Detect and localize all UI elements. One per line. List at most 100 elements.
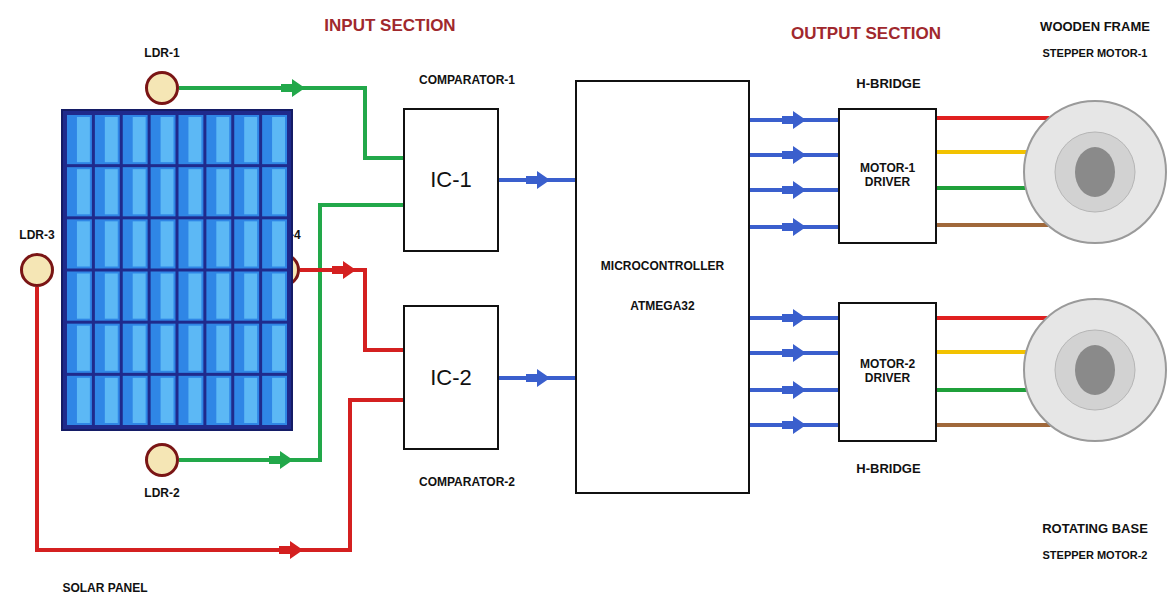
text-group: MICROCONTROLLERATMEGA32	[577, 82, 748, 492]
ldr-shape	[145, 443, 179, 477]
panel-cell	[206, 167, 231, 216]
part-label: H-BRIDGE	[856, 462, 920, 477]
panel-cell-highlight	[105, 274, 118, 319]
text-group: MOTOR-2 DRIVER	[840, 304, 935, 440]
panel-cell	[234, 219, 259, 268]
motor-wire	[937, 116, 1049, 120]
panel-cell-highlight	[188, 117, 201, 162]
process-box: MICROCONTROLLERATMEGA32	[575, 80, 750, 494]
box-label: MOTOR-1 DRIVER	[850, 162, 925, 190]
panel-cell-highlight	[216, 117, 229, 162]
panel-cell-highlight	[188, 326, 201, 371]
ldr-circle	[22, 255, 53, 286]
panel-cell-highlight	[216, 274, 229, 319]
panel-cell	[206, 219, 231, 268]
text-group: IC-1	[405, 110, 497, 250]
panel-cell	[262, 376, 287, 425]
arrow-head	[782, 344, 806, 362]
section-label: INPUT SECTION	[324, 16, 455, 36]
panel-cell	[179, 219, 204, 268]
part-label: STEPPER MOTOR-2	[1043, 549, 1148, 562]
panel-frame	[62, 110, 292, 430]
panel-cell-highlight	[133, 117, 146, 162]
panel-cell-highlight	[272, 117, 285, 162]
panel-cell-highlight	[77, 326, 90, 371]
panel-shape	[62, 110, 292, 430]
panel-cell-highlight	[161, 326, 174, 371]
panel-cell-highlight	[105, 169, 118, 214]
box-label: MICROCONTROLLER	[601, 260, 724, 274]
text-group: COMPARATOR-2	[419, 476, 515, 490]
panel-cell-highlight	[133, 169, 146, 214]
panel-cell-highlight	[133, 221, 146, 266]
panel-cell-highlight	[272, 326, 285, 371]
panel-cell-highlight	[77, 274, 90, 319]
panel-cell	[67, 324, 92, 373]
text-group: ROTATING BASE STEPPER MOTOR-2	[1042, 522, 1148, 562]
box-label: IC-1	[430, 167, 472, 192]
arrow-head	[281, 79, 305, 97]
panel-cell-highlight	[161, 221, 174, 266]
panel-cell	[262, 219, 287, 268]
arrow-head	[782, 146, 806, 164]
panel-cell-highlight	[216, 221, 229, 266]
process-box: MOTOR-2 DRIVERH-BRIDGE	[838, 302, 937, 442]
panel-cell	[95, 219, 120, 268]
panel-cell	[262, 167, 287, 216]
panel-cell-highlight	[161, 378, 174, 423]
panel-cell	[67, 167, 92, 216]
panel-cell	[67, 376, 92, 425]
motor-shape	[1023, 100, 1167, 244]
ldr-shape	[20, 253, 54, 287]
panel-cell	[123, 272, 148, 321]
panel-cell	[95, 324, 120, 373]
signal-line	[300, 270, 403, 350]
panel-cell-highlight	[161, 117, 174, 162]
panel-cell-highlight	[105, 117, 118, 162]
panel-cell	[95, 115, 120, 164]
text-group: LDR-3	[19, 229, 54, 243]
panel-cell	[151, 376, 176, 425]
motor-face	[1055, 330, 1135, 410]
panel-cell-highlight	[216, 378, 229, 423]
panel-cell	[123, 115, 148, 164]
arrow-head	[782, 416, 806, 434]
part-label: H-BRIDGE	[856, 77, 920, 92]
text-group: COMPARATOR-1	[419, 74, 515, 88]
panel-cell	[234, 167, 259, 216]
process-box: IC-2COMPARATOR-2	[403, 305, 499, 450]
motor-wire	[937, 223, 1048, 227]
panel-cell	[123, 376, 148, 425]
part-label: ROTATING BASE	[1042, 522, 1148, 537]
panel-cell	[123, 167, 148, 216]
part-label: COMPARATOR-2	[419, 476, 515, 490]
panel-cell	[151, 115, 176, 164]
panel-cell-highlight	[133, 326, 146, 371]
panel-cell-highlight	[216, 326, 229, 371]
panel-cell	[95, 167, 120, 216]
text-group: H-BRIDGE	[856, 462, 920, 477]
panel-cell	[234, 324, 259, 373]
part-label: LDR-1	[144, 47, 179, 61]
panel-cell-highlight	[244, 378, 257, 423]
stepper-motor: WOODEN FRAMESTEPPER MOTOR-1	[1023, 100, 1167, 244]
panel-cell	[179, 272, 204, 321]
panel-cell-highlight	[244, 274, 257, 319]
arrow-head	[782, 381, 806, 399]
panel-cell-highlight	[272, 378, 285, 423]
panel-cell-highlight	[188, 221, 201, 266]
part-label: SOLAR PANEL	[62, 582, 147, 596]
panel-cell	[206, 115, 231, 164]
box-label: MOTOR-2 DRIVER	[850, 358, 925, 386]
arrow-head	[526, 171, 550, 189]
part-label: LDR-2	[144, 487, 179, 501]
part-label: COMPARATOR-1	[419, 74, 515, 88]
panel-cell	[179, 167, 204, 216]
arrow-head	[279, 541, 303, 559]
panel-cell-highlight	[272, 169, 285, 214]
panel-cell-highlight	[244, 169, 257, 214]
part-label: STEPPER MOTOR-1	[1043, 47, 1148, 60]
panel-cell-highlight	[188, 378, 201, 423]
ldr-sensor: LDR-1	[145, 71, 179, 105]
panel-cell	[67, 272, 92, 321]
